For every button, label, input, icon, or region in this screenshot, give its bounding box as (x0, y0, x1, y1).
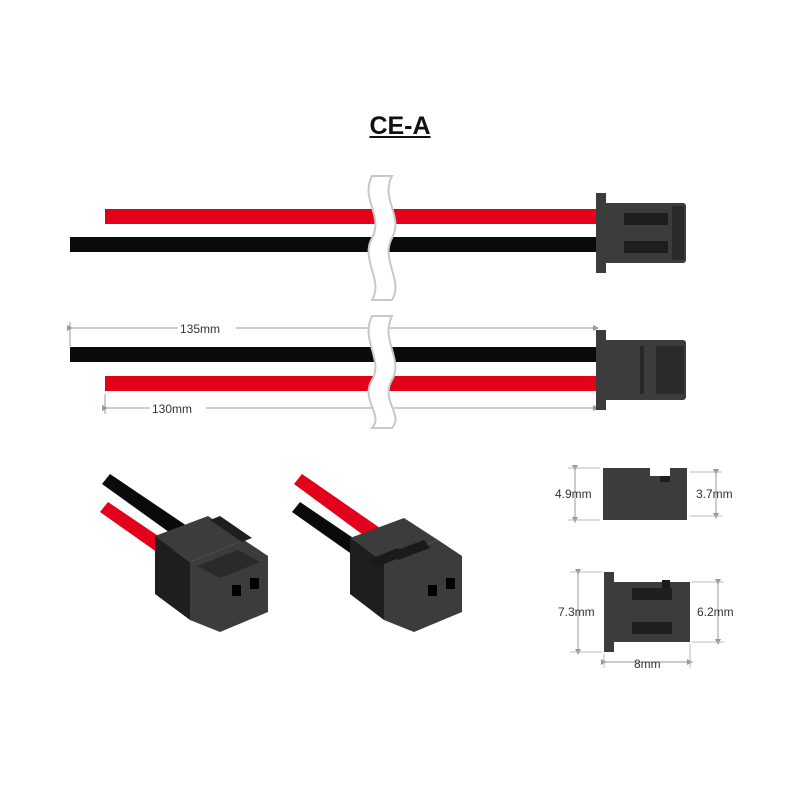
height-label-side-body: 6.2mm (697, 605, 734, 619)
length-label-red: 130mm (152, 402, 192, 416)
black-wire (292, 502, 368, 560)
connector-3d-front (100, 474, 268, 632)
length-label-black: 135mm (180, 322, 220, 336)
depth-label: 8mm (634, 657, 661, 671)
wire-break-mark (367, 175, 397, 301)
height-label-side-total: 7.3mm (558, 605, 595, 619)
length-view: 135mm 130mm (67, 315, 686, 429)
black-wire (70, 237, 600, 252)
top-connector (596, 193, 686, 273)
height-label-back: 3.7mm (696, 487, 733, 501)
diagram-title: CE-A (369, 112, 431, 140)
side-connector (596, 330, 686, 410)
connector-3d-back (292, 474, 462, 632)
top-cable-view (70, 175, 686, 301)
red-wire (105, 376, 600, 391)
height-label-front: 4.9mm (555, 487, 592, 501)
red-wire (105, 209, 600, 224)
red-wire (294, 474, 380, 540)
front-dimension-drawing: 4.9mm 3.7mm (555, 465, 733, 523)
black-wire (102, 474, 190, 540)
wire-break-mark (367, 315, 397, 429)
side-dimension-drawing: 7.3mm 6.2mm 8mm (558, 569, 734, 671)
black-wire (70, 347, 600, 362)
